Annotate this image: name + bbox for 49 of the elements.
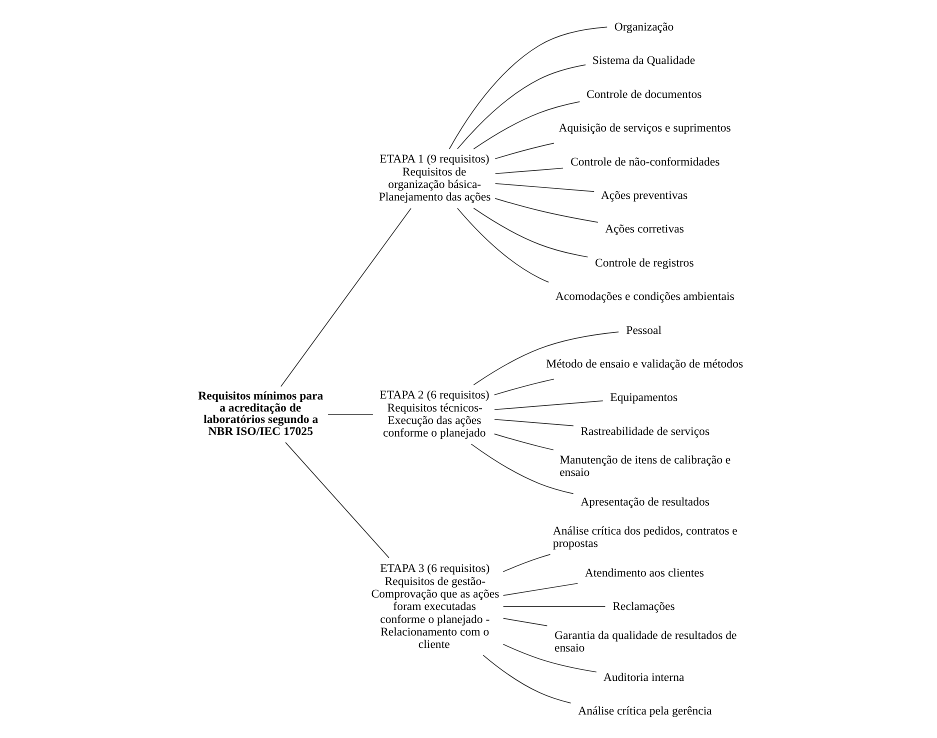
connector bbox=[470, 444, 574, 494]
node-text: Análise crítica pela gerência bbox=[578, 704, 712, 718]
node-text: Controle de documentos bbox=[586, 86, 702, 101]
node-text: Pessoal bbox=[626, 322, 661, 337]
connector bbox=[472, 208, 588, 258]
node-text: Controle de não-conformidades bbox=[570, 154, 720, 168]
node-text: Garantia da qualidade de resultados de ensaio bbox=[554, 628, 736, 654]
connector bbox=[493, 434, 554, 450]
connector bbox=[502, 582, 578, 596]
node-text: Reclamações bbox=[612, 599, 674, 614]
connector bbox=[493, 378, 554, 396]
connector bbox=[327, 414, 373, 415]
node-text: Organização bbox=[614, 19, 674, 34]
connector bbox=[472, 332, 619, 386]
connector bbox=[494, 418, 574, 426]
node-text: ETAPA 2 (6 requisitos) Requisitos técnicos- Execução das ações conforme o planejado bbox=[379, 388, 489, 440]
node-text: Aquisição de serviços e suprimentos bbox=[558, 120, 730, 135]
node-text: Manutenção de itens de calibração e ensaio bbox=[559, 452, 730, 480]
node-text: ETAPA 1 (9 requisitos) Requisitos de organização básica- Planejamento das ações bbox=[378, 152, 490, 204]
connector bbox=[456, 64, 586, 150]
node-text: Análise crítica dos pedidos, contratos e propostas bbox=[552, 523, 737, 550]
connector bbox=[502, 644, 596, 672]
connector bbox=[502, 618, 548, 626]
connector bbox=[456, 208, 549, 283]
connector bbox=[482, 654, 571, 704]
node-text: Acomodações e condições ambientais bbox=[554, 289, 734, 304]
node-text: Apresentação de resultados bbox=[580, 494, 710, 509]
connector bbox=[502, 554, 550, 572]
node-text: Controle de registros bbox=[594, 255, 694, 270]
node-text: Requisitos mínimos para a acreditação de laboratórios segundo a NBR ISO/IEC 17025 bbox=[198, 388, 323, 438]
node-text: Ações corretivas bbox=[604, 222, 684, 236]
node-text: Atendimento aos clientes bbox=[584, 565, 704, 580]
node-text: Sistema da Qualidade bbox=[592, 53, 695, 68]
node-text: Equipamentos bbox=[610, 390, 678, 404]
connector bbox=[494, 168, 563, 174]
connector bbox=[494, 198, 598, 223]
connector bbox=[472, 101, 580, 150]
connector bbox=[448, 26, 608, 150]
connector bbox=[284, 442, 389, 558]
node-text: Ações preventivas bbox=[600, 188, 688, 202]
connector bbox=[502, 606, 606, 608]
connector bbox=[280, 208, 411, 387]
node-text: ETAPA 3 (6 requisitos) Requisitos de gestão- Comprovação que as ações foram executadas conforme o planejado - Relacionamento com o cliente bbox=[370, 561, 499, 652]
node-text: Método de ensaio e validação de métodos bbox=[546, 356, 743, 370]
connector bbox=[494, 142, 554, 160]
connector bbox=[494, 183, 594, 192]
node-text: Auditoria interna bbox=[602, 670, 684, 684]
connector bbox=[494, 400, 603, 410]
node-text: Rastreabilidade de serviços bbox=[580, 424, 710, 438]
